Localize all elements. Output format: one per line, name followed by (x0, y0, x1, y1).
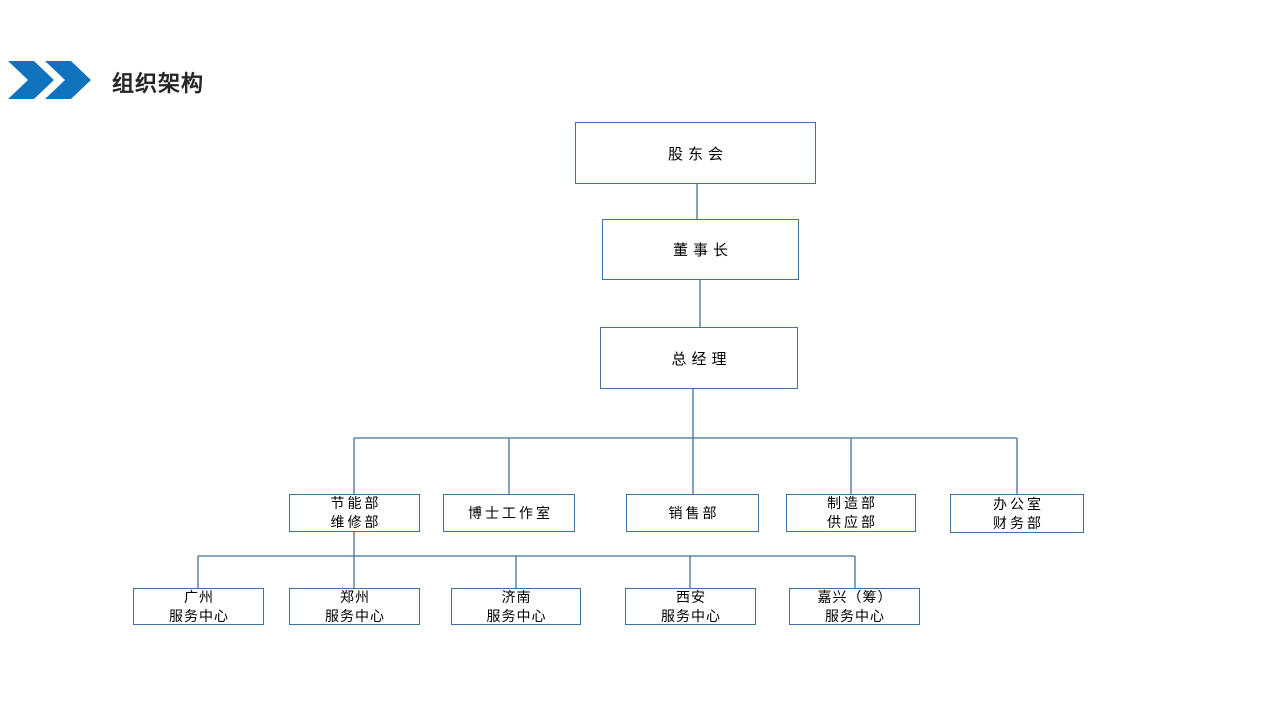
org-node-chairman: 董事长 (602, 219, 799, 280)
org-node-label: 服务中心 (325, 607, 385, 624)
org-node-dept-manufacturing-supply: 制造部 供应部 (786, 494, 916, 532)
org-node-label: 济南 (501, 588, 532, 605)
double-chevron-right-icon (8, 61, 91, 99)
org-node-label: 西安 (676, 588, 706, 605)
slide-header (8, 60, 92, 100)
org-node-label: 维修部 (330, 514, 382, 530)
org-node-label: 广州 (184, 588, 214, 605)
org-node-label: 董事长 (672, 242, 733, 259)
org-node-label: 供应部 (827, 514, 878, 530)
org-node-label: 博士工作室 (468, 504, 553, 521)
org-node-label: 服务中心 (825, 607, 885, 624)
org-node-general-manager: 总经理 (600, 327, 798, 389)
org-node-label: 服务中心 (661, 607, 721, 624)
org-node-center-xian: 西安 服务中心 (625, 588, 756, 625)
org-node-dept-sales: 销售部 (626, 494, 759, 532)
org-node-dept-office-finance: 办公室 财务部 (950, 494, 1084, 533)
org-node-label: 财务部 (993, 514, 1044, 531)
org-node-center-jinan: 济南 服务中心 (451, 588, 581, 625)
org-node-center-guangzhou: 广州 服务中心 (133, 588, 264, 625)
org-node-label: 总经理 (671, 350, 732, 368)
org-node-dept-doctor-studio: 博士工作室 (443, 494, 575, 532)
org-node-center-jiaxing: 嘉兴（筹） 服务中心 (789, 588, 920, 625)
org-node-label: 郑州 (340, 588, 370, 605)
org-node-center-zhengzhou: 郑州 服务中心 (289, 588, 420, 625)
org-node-label: 制造部 (827, 495, 878, 511)
org-node-label: 服务中心 (486, 607, 547, 624)
page-title: 组织架构 (112, 71, 205, 96)
org-node-label: 股东会 (667, 145, 728, 163)
org-node-label: 节能部 (330, 495, 382, 511)
org-node-shareholders: 股东会 (575, 122, 816, 184)
org-node-label: 嘉兴（筹） (817, 588, 893, 605)
org-node-label: 销售部 (668, 504, 720, 521)
org-node-label: 服务中心 (169, 607, 229, 624)
org-node-dept-energy-maintenance: 节能部 维修部 (289, 494, 420, 532)
org-node-label: 办公室 (993, 495, 1044, 512)
